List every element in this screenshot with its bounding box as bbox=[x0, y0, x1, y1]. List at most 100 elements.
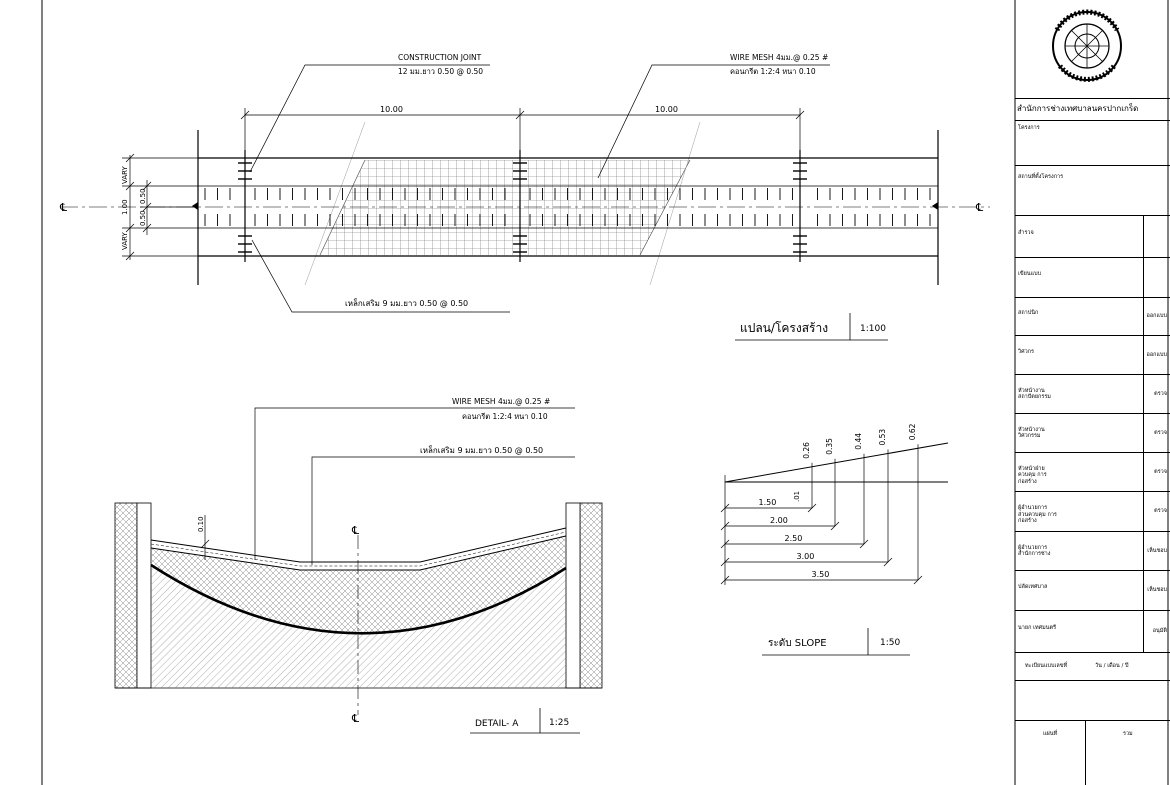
slope-dim-tick bbox=[859, 539, 869, 549]
construction-joint-title: CONSTRUCTION JOINT bbox=[398, 53, 482, 62]
approval-action: ตรวจ bbox=[1154, 429, 1167, 436]
detail-centerline-top: ℄ bbox=[351, 524, 359, 537]
dim-center-a: 0.50 bbox=[139, 188, 147, 204]
detail-title: DETAIL- A bbox=[475, 719, 519, 729]
dim-center-b: 0.50 bbox=[139, 210, 147, 226]
dowel-bar-marks bbox=[204, 188, 931, 226]
slope-diagram: 1.50 0.26 2.00 0.35 2.50 0.44 3.00 0.53 3.50 0.62… bbox=[720, 423, 949, 656]
approval-action: ตรวจ bbox=[1154, 390, 1167, 397]
detail-wire-mesh: WIRE MESH 4มม.@ 0.25 # bbox=[452, 397, 550, 406]
approval-row: ปลัดเทศบาลเห็นชอบ bbox=[1015, 570, 1170, 610]
wire-mesh-hatch-left bbox=[320, 160, 520, 255]
sheet-label: แผ่นที่ bbox=[1043, 731, 1058, 737]
sheet-frame bbox=[41, 0, 1169, 785]
slope-dim-tick bbox=[720, 503, 730, 513]
detail-concrete: คอนกรีต 1:2:4 หนา 0.10 bbox=[462, 412, 548, 421]
approval-role: นายก เทศมนตรี bbox=[1018, 625, 1057, 631]
reg-label: ทะเบียนแบบเลขที่ bbox=[1025, 663, 1068, 669]
slope-height-label: 0.35 bbox=[825, 438, 834, 455]
dim-center-c: 1.00 bbox=[121, 199, 129, 215]
plan-title-box: แปลน/โครงสร้าง 1:100 bbox=[735, 313, 888, 341]
dim-vary-top: VARY bbox=[121, 165, 129, 184]
approval-role: หัวหน้าฝ่าย ควบคุม การก่อสร้าง bbox=[1018, 465, 1047, 485]
slope-distance-label: 1.50 bbox=[759, 498, 777, 507]
slope-distance-label: 3.50 bbox=[812, 570, 830, 579]
slope-dim-tick bbox=[720, 557, 730, 567]
project-label: โครงการ bbox=[1018, 125, 1040, 131]
dim-vary-bottom: VARY bbox=[121, 231, 129, 250]
slope-distance-label: 2.00 bbox=[770, 516, 788, 525]
joint-bars bbox=[238, 162, 807, 253]
approval-row: ผู้อำนวยการ สำนักการช่าง เห็นชอบ bbox=[1015, 531, 1170, 570]
detail-scale: 1:25 bbox=[549, 718, 569, 728]
joint-ties bbox=[244, 190, 801, 224]
slope-scale: 1:50 bbox=[880, 638, 900, 648]
slope-dim-tick bbox=[913, 575, 923, 585]
total-label: รวม bbox=[1123, 731, 1133, 737]
slope-dim-tick bbox=[720, 539, 730, 549]
approval-action: ออกแบบ bbox=[1146, 313, 1167, 319]
slope-height-label: 0.53 bbox=[878, 429, 887, 446]
edge-rebar-label: เหล็กเสริม 9 มม.ยาว 0.50 @ 0.50 bbox=[345, 298, 468, 308]
approval-action: เห็นชอบ bbox=[1147, 587, 1167, 593]
plan-centerline-left: ℄ bbox=[59, 201, 67, 214]
detail-rebar: เหล็กเสริม 9 มม.ยาว 0.50 @ 0.50 bbox=[420, 445, 543, 455]
approval-action: อนุมัติ bbox=[1152, 628, 1167, 634]
plan-scale: 1:100 bbox=[860, 324, 886, 334]
approval-row: หัวหน้างาน วิศวกรรม ตรวจ bbox=[1015, 413, 1170, 452]
left-dimensions bbox=[122, 153, 198, 261]
slope-dim-tick bbox=[720, 575, 730, 585]
detail-thickness: 0.10 bbox=[197, 516, 205, 532]
approval-role: วิศวกร bbox=[1018, 348, 1034, 355]
approval-action: ออกแบบ bbox=[1146, 351, 1167, 358]
approval-role: หัวหน้างาน สถาปัตยกรรม bbox=[1018, 387, 1051, 401]
top-dimension bbox=[240, 108, 805, 160]
slope-distance-label: 2.50 bbox=[785, 534, 803, 543]
wire-mesh-concrete: คอนกรีต 1:2:4 หนา 0.10 bbox=[730, 67, 816, 76]
approval-role: สำรวจ bbox=[1018, 230, 1034, 236]
approval-row: วิศวกร ออกแบบ bbox=[1015, 335, 1170, 374]
approval-row: นายก เทศมนตรีอนุมัติ bbox=[1015, 610, 1170, 652]
approval-role: เขียนแบบ bbox=[1018, 271, 1042, 277]
agency-name: สำนักการช่างเทศบาลนครปากเกร็ด bbox=[1017, 104, 1139, 113]
approval-action: เห็นชอบ bbox=[1147, 547, 1167, 554]
slope-height-label: 0.62 bbox=[908, 423, 917, 440]
approval-row: หัวหน้าฝ่าย ควบคุม การก่อสร้าง ตรวจ bbox=[1015, 452, 1170, 491]
slope-dim-tick bbox=[883, 557, 893, 567]
approval-action: ตรวจ bbox=[1154, 508, 1167, 514]
approval-action: ตรวจ bbox=[1154, 468, 1167, 475]
date-label: วัน / เดือน / ปี bbox=[1095, 663, 1129, 669]
slope-title: ระดับ SLOPE bbox=[768, 638, 827, 649]
approval-row: สำรวจ bbox=[1015, 215, 1170, 257]
dim-right-label: 10.00 bbox=[655, 105, 678, 114]
approval-row: เขียนแบบ bbox=[1015, 257, 1170, 297]
approval-row: หัวหน้างาน สถาปัตยกรรม ตรวจ bbox=[1015, 374, 1170, 413]
wire-mesh-title: WIRE MESH 4มม.@ 0.25 # bbox=[730, 53, 828, 62]
plan-centerline-right: ℄ bbox=[975, 201, 983, 214]
plan-title: แปลน/โครงสร้าง bbox=[740, 321, 828, 335]
wire-mesh-hatch-right bbox=[520, 160, 690, 255]
approval-role: ปลัดเทศบาล bbox=[1018, 584, 1048, 590]
slope-distance-label: 3.00 bbox=[797, 552, 815, 561]
location-label: สถานที่ตั้งโครงการ bbox=[1018, 174, 1064, 180]
plan-view: 10.00 10.00 VARY 1.00 VARY 0.50 0.50 ℄ ℄ bbox=[59, 53, 990, 341]
slope-dim-tick bbox=[720, 521, 730, 531]
dim-left-label: 10.00 bbox=[380, 105, 403, 114]
detail-a: ℄ ℄ 0.10 WIRE MESH 4มม.@ 0.25 # คอนกรีต … bbox=[114, 397, 603, 734]
municipal-seal bbox=[1052, 9, 1122, 82]
approval-role: สถาปนิก bbox=[1018, 310, 1039, 316]
title-block: สำนักการช่างเทศบาลนครปากเกร็ด โครงการ สถ… bbox=[1015, 0, 1170, 785]
approval-role: ผู้อำนวยการ ส่วนควบคุม การก่อสร้าง bbox=[1018, 505, 1057, 524]
slope-first-height: .01 bbox=[793, 491, 801, 502]
slope-height-label: 0.44 bbox=[854, 433, 863, 450]
approval-row: สถาปนิกออกแบบ bbox=[1015, 297, 1170, 335]
slope-dim-tick bbox=[807, 503, 817, 513]
approval-role: หัวหน้างาน วิศวกรรม bbox=[1018, 426, 1045, 440]
construction-joint-spec: 12 มม.ยาว 0.50 @ 0.50 bbox=[398, 67, 483, 76]
approval-row: ผู้อำนวยการ ส่วนควบคุม การก่อสร้าง ตรวจ bbox=[1015, 491, 1170, 531]
slope-dim-tick bbox=[830, 521, 840, 531]
detail-centerline-bottom: ℄ bbox=[351, 712, 359, 725]
approval-role: ผู้อำนวยการ สำนักการช่าง bbox=[1018, 544, 1051, 558]
plan-leaders bbox=[249, 64, 830, 313]
slope-height-label: 0.26 bbox=[802, 442, 811, 459]
